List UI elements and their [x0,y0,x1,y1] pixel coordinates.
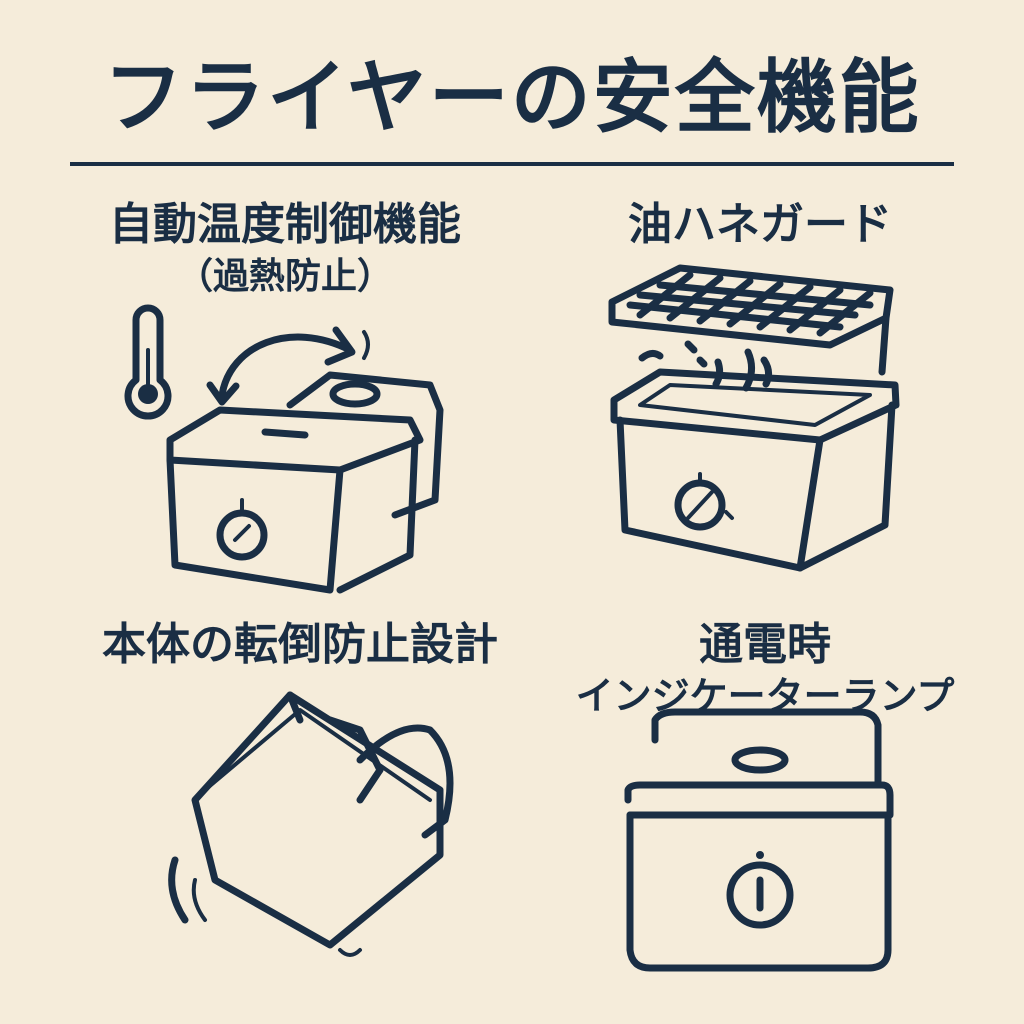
open-fryer-icon [610,368,900,572]
feature-anti-tip-label: 本体の転倒防止設計 [102,619,498,670]
fryer-back-icon [286,371,444,519]
indicator-fryer-icon [624,708,894,972]
page-title: フライヤーの安全機能 [103,51,921,144]
indicator-lamp-icon [726,851,794,929]
fryer-icon [166,406,424,594]
feature-auto-temp-label: 自動温度制御機能 [109,199,461,250]
oil-splash-icon [638,340,773,392]
splash-guard-icon [608,264,894,376]
cycle-arrow-icon [206,326,370,406]
title-divider [70,162,954,166]
feature-auto-temp-sublabel: （過熱防止） [176,256,393,297]
tilted-fryer-icon [168,691,454,957]
feature-splash-guard-label: 油ハネガード [628,199,892,250]
thermometer-icon [124,304,172,420]
feature-indicator-label: 通電時 [699,619,831,670]
